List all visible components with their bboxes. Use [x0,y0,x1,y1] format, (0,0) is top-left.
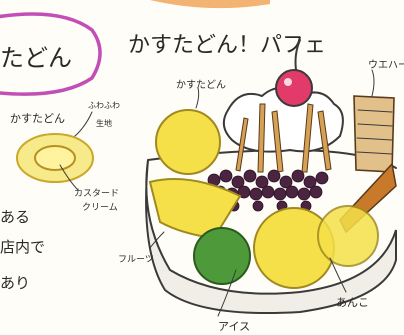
stick-cookies [235,103,332,173]
anko-ball [317,205,379,267]
leader-fruit [149,231,165,249]
fruit [148,178,242,240]
label-kasutadon-top: かすたどん [176,79,226,91]
kasutadon-ball [155,109,221,175]
leader-fuwafuwa [69,111,93,141]
whipped-cream [222,87,344,153]
parfait-bowl [145,159,397,315]
title-main: かすたどん！パフェ [128,33,326,58]
side-text-1: ある [0,208,30,226]
matcha-ice [193,227,251,285]
leader-anko [329,257,347,293]
leader-kasutadon [195,87,200,109]
label-fruit: フルーツ [118,255,154,265]
label-fuwafuwa: ふわふわ [88,101,120,110]
title-left: たどん [0,44,72,72]
cherry-stem [294,39,301,71]
label-anko: あんこ [336,296,369,309]
label-kiji: 生地 [96,118,112,128]
label-custard-cream-1: カスタード [74,188,119,199]
cherry-highlight [284,78,292,86]
label-kasutadon-left: かすたどん [10,112,65,125]
label-custard-cream-2: クリーム [82,202,118,213]
title-bubble [0,12,102,96]
side-text-3: あり [0,274,30,292]
cherry [275,69,313,107]
leader-wafer [371,69,375,97]
label-ice: アイス [218,320,250,333]
custard-bun-inner [34,145,76,171]
top-decoration [150,0,270,9]
label-wafer: ウエハース [368,59,404,71]
side-text-2: 店内で [0,238,45,256]
leader-custard [59,164,79,191]
leader-ice [217,269,237,317]
wafer [353,95,395,173]
